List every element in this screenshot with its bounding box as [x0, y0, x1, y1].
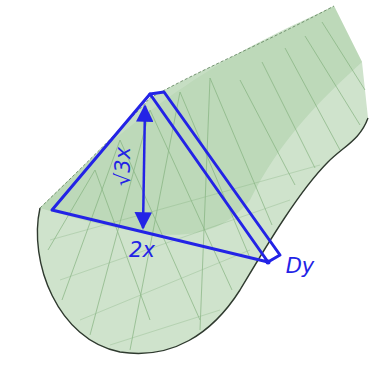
fish-outline: [37, 118, 368, 353]
slice-lines: [48, 22, 365, 350]
ridge-line: [40, 6, 334, 208]
triangle-slab: [52, 92, 280, 262]
base-label: 2x: [129, 240, 155, 261]
corner-dot: [266, 260, 271, 265]
height-label: √3x: [113, 146, 134, 185]
thickness-label: Dy: [286, 256, 315, 277]
height-arrow: [143, 106, 145, 228]
fish-body: [37, 6, 368, 353]
ridge-face: [40, 6, 362, 235]
